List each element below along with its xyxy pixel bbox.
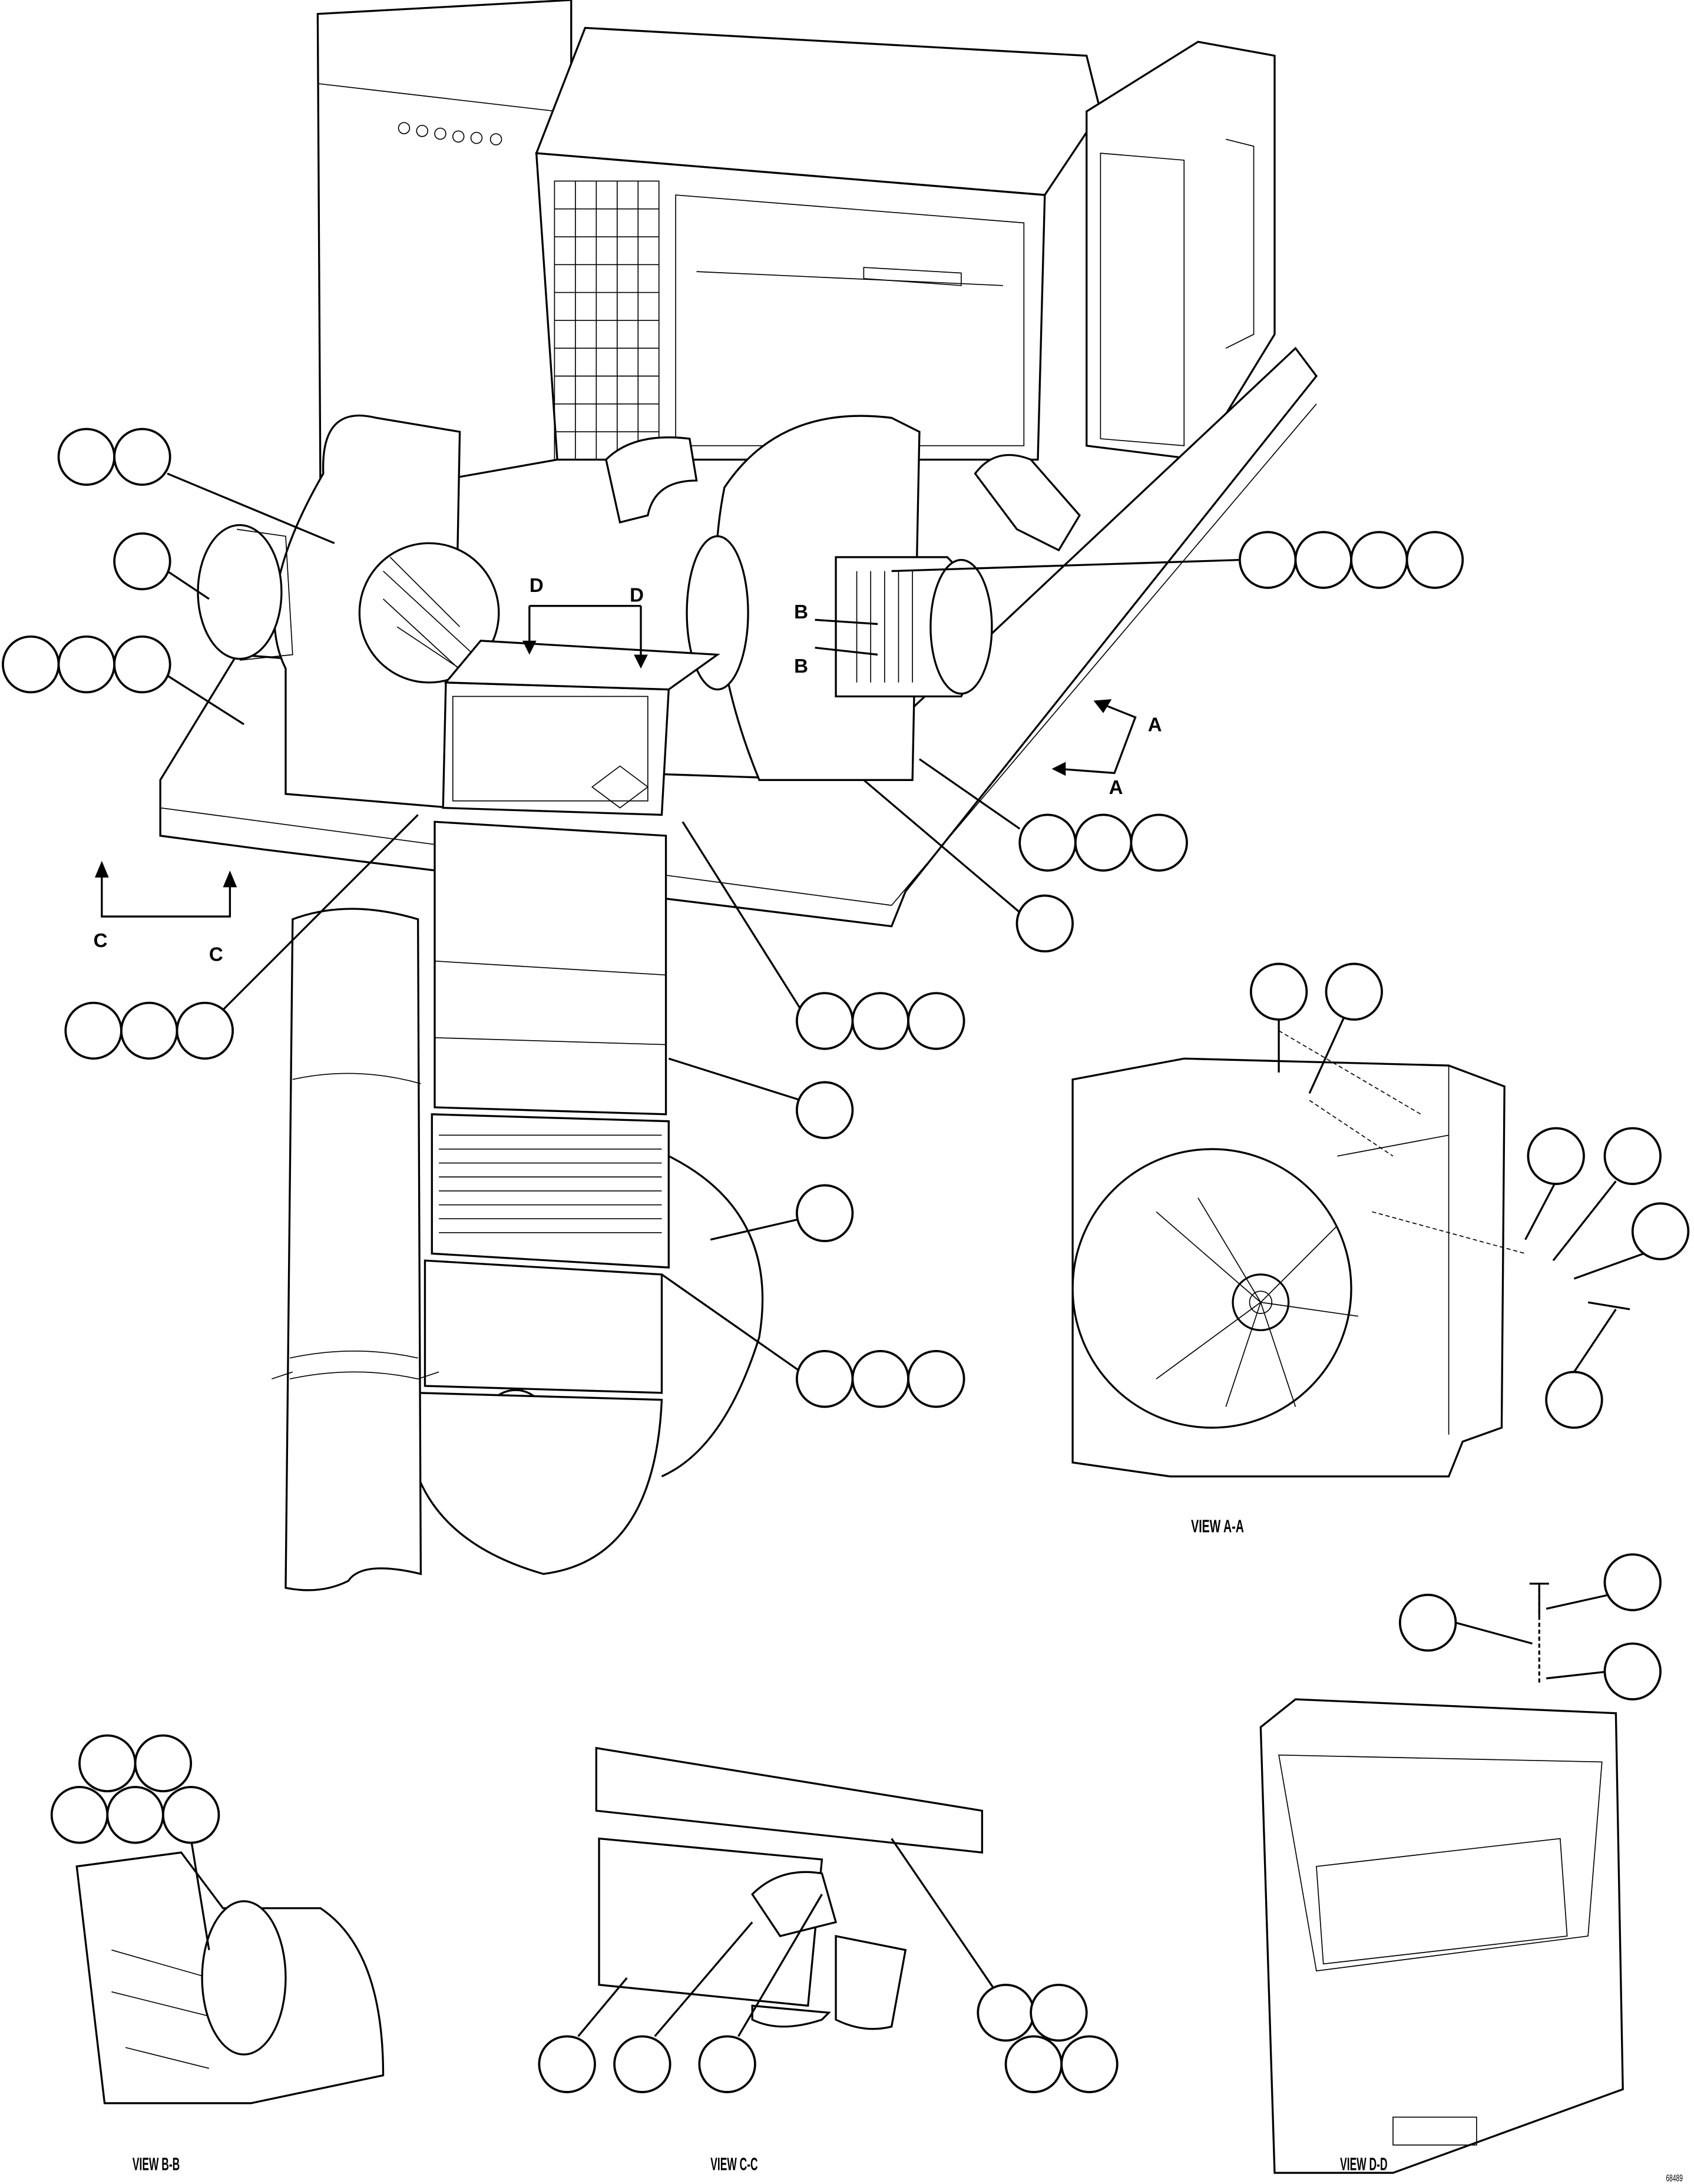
callout-bubble: [78, 1734, 137, 1793]
callout-bubble: [1405, 531, 1464, 589]
callout-bubble: [176, 1001, 234, 1060]
callout-bubble: [2, 635, 60, 694]
callout-bubble: [161, 1786, 220, 1844]
main-assembly: [95, 0, 1318, 1591]
section-marker-a-upper: A: [1148, 714, 1162, 736]
callout-bubble: [113, 635, 171, 694]
callout-bubble: [1545, 1371, 1603, 1429]
callout-bubble: [538, 2035, 596, 2093]
callout-bubbles: [2, 428, 1690, 2093]
leader-lines: [167, 472, 1645, 2037]
duct-lower-box: [424, 1259, 663, 1394]
callout-bubble: [106, 1786, 164, 1844]
left-motor: [197, 524, 283, 660]
section-arrow-a: [1058, 702, 1137, 775]
callout-bubble: [907, 992, 965, 1050]
view-c-c-detail: [595, 1746, 984, 2030]
section-marker-c-right: C: [209, 944, 223, 966]
section-marker-b-lower: B: [794, 656, 808, 677]
section-marker-c-left: C: [94, 930, 108, 952]
duct-adapter: [442, 681, 670, 816]
view-b-b-label: VIEW B-B: [133, 2153, 180, 2174]
callout-bubble: [1060, 2035, 1119, 2093]
callout-bubble: [698, 2035, 756, 2093]
callout-bubble: [795, 1081, 854, 1139]
callout-bubble: [1631, 1202, 1690, 1260]
callout-bubble: [113, 428, 171, 486]
section-arrow-b: [815, 618, 878, 656]
view-d-d-label: VIEW D-D: [1340, 2153, 1387, 2174]
callout-bubble: [851, 1349, 909, 1408]
callout-bubble: [795, 992, 854, 1050]
callout-bubble: [1004, 2035, 1063, 2093]
callout-bubble: [851, 992, 909, 1050]
hose-elbow-left: [605, 436, 698, 524]
callout-bubble: [977, 1983, 1035, 2042]
callout-bubble: [1527, 1127, 1585, 1185]
callout-bubble: [613, 2035, 671, 2093]
view-b-b-detail: [75, 1851, 385, 2104]
section-marker-d-left: D: [530, 575, 544, 597]
view-a-a-detail: [1071, 1030, 1630, 1478]
callout-bubble: [50, 1786, 109, 1844]
right-side-unit: [1086, 41, 1276, 461]
callout-bubble: [1074, 813, 1133, 872]
callout-bubble: [1603, 1127, 1662, 1185]
view-d-d-detail: [1259, 1583, 1624, 2174]
view-c-c-label: VIEW C-C: [710, 2153, 757, 2174]
callout-bubble: [1018, 813, 1077, 872]
callout-bubble: [907, 1349, 965, 1408]
callout-bubble: [57, 635, 116, 694]
callout-bubble: [795, 1184, 854, 1242]
section-arrow-c: [101, 870, 231, 918]
callout-bubble: [1325, 962, 1383, 1021]
callout-bubble: [57, 428, 116, 486]
section-marker-a-lower: A: [1109, 777, 1123, 799]
callout-bubble: [795, 1349, 854, 1408]
callout-bubble: [1294, 531, 1352, 589]
callout-bubble: [113, 532, 171, 591]
flexible-hose: [284, 908, 422, 1591]
callout-bubble: [1130, 813, 1188, 872]
callout-bubble: [1249, 962, 1308, 1021]
callout-bubble: [1603, 1642, 1662, 1700]
callout-bubble: [1350, 531, 1408, 589]
view-a-a-label: VIEW A-A: [1191, 1515, 1244, 1536]
callout-bubble: [134, 1734, 193, 1793]
callout-bubble: [1238, 531, 1297, 589]
cabinet-indicators: [398, 122, 502, 145]
callout-bubble: [1030, 1983, 1088, 2042]
section-marker-d-right: D: [630, 585, 644, 607]
hose-elbow-right: [974, 454, 1081, 552]
figure-number: 68489: [1666, 2172, 1683, 2183]
callout-bubble: [1603, 1553, 1662, 1611]
section-marker-b-upper: B: [794, 601, 808, 623]
callout-bubble: [120, 1001, 178, 1060]
callout-bubble: [64, 1001, 123, 1060]
callout-bubble: [1398, 1593, 1457, 1652]
callout-bubble: [1015, 894, 1074, 953]
